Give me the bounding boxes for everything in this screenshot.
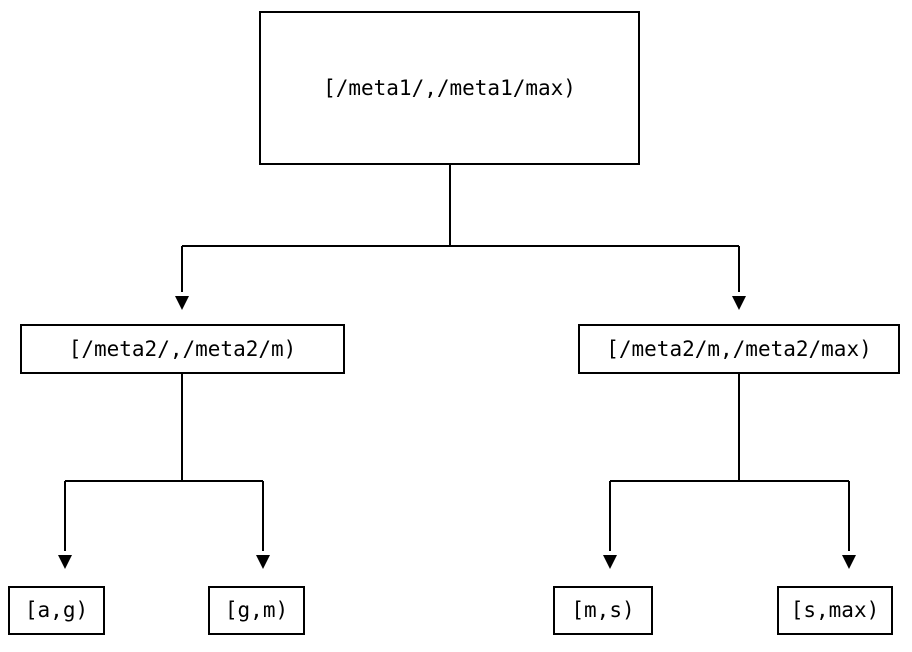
node-leaf-0[interactable]: [a,g) — [8, 586, 105, 635]
node-mid-left[interactable]: [/meta2/,/meta2/m) — [20, 324, 345, 374]
arrowhead-leaf-1-icon — [256, 555, 270, 569]
node-leaf-0-label: [a,g) — [24, 598, 89, 622]
node-mid-right[interactable]: [/meta2/m,/meta2/max) — [578, 324, 900, 374]
node-mid-right-label: [/meta2/m,/meta2/max) — [606, 336, 872, 361]
node-root-label: [/meta1/,/meta1/max) — [323, 75, 576, 100]
arrowhead-leaf-2-icon — [603, 555, 617, 569]
node-leaf-2[interactable]: [m,s) — [553, 586, 653, 635]
edge-mid-left-to-leaves-group — [58, 374, 270, 569]
node-leaf-1-label: [g,m) — [224, 598, 289, 622]
node-leaf-3-label: [s,max) — [790, 598, 880, 622]
arrowhead-leaf-0-icon — [58, 555, 72, 569]
node-mid-left-label: [/meta2/,/meta2/m) — [68, 336, 297, 361]
edge-root-to-mid-group — [175, 165, 746, 310]
node-leaf-1[interactable]: [g,m) — [208, 586, 305, 635]
node-leaf-2-label: [m,s) — [571, 598, 635, 622]
edge-mid-right-to-leaves-group — [603, 374, 856, 569]
node-root[interactable]: [/meta1/,/meta1/max) — [259, 11, 640, 165]
arrowhead-mid-left-icon — [175, 296, 189, 310]
arrowhead-leaf-3-icon — [842, 555, 856, 569]
arrowhead-mid-right-icon — [732, 296, 746, 310]
node-leaf-3[interactable]: [s,max) — [777, 586, 893, 635]
